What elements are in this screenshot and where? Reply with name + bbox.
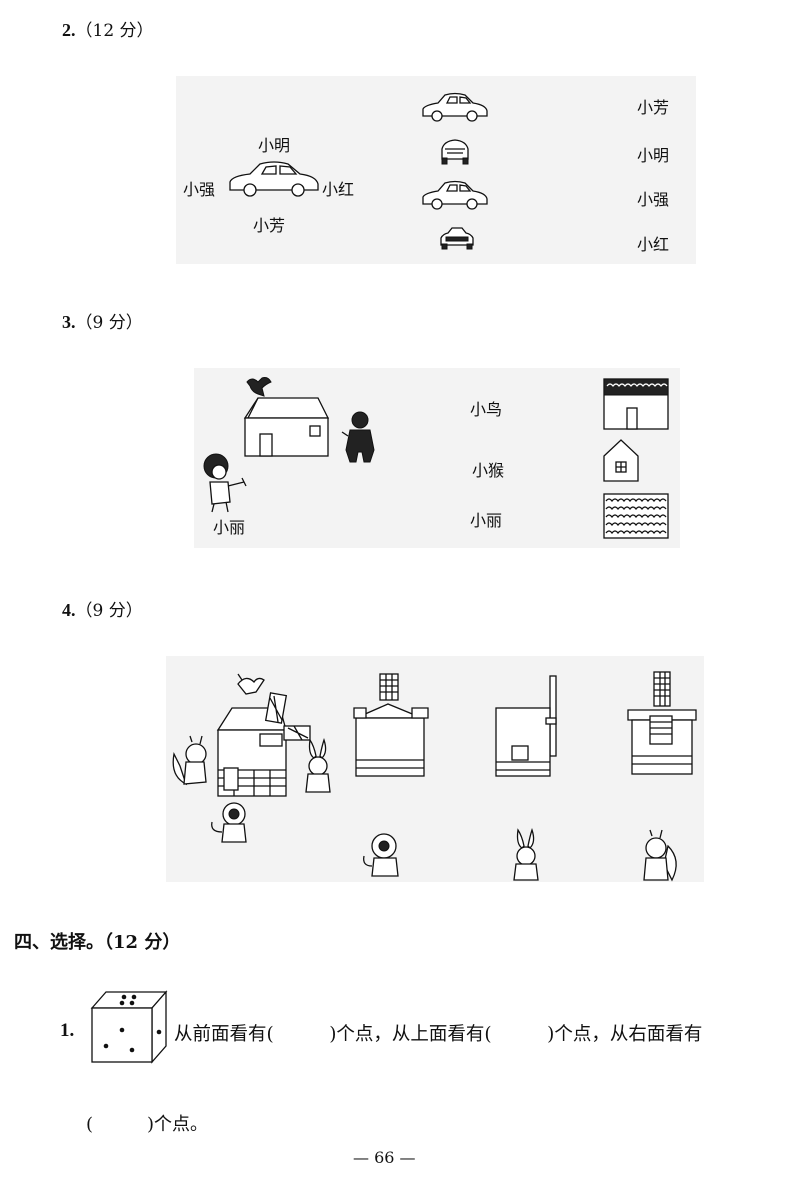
- q4-heading: 4.（9 分）: [62, 596, 143, 621]
- q3-answer-3: 小丽: [470, 511, 503, 530]
- q2-center-car: [229, 161, 319, 197]
- rabbit-icon: [305, 737, 331, 793]
- monkey-icon: [363, 833, 399, 877]
- q3-number: 3.: [62, 312, 76, 332]
- q2-number: 2.: [62, 20, 76, 40]
- section-heading: 四、选择。（12 分）: [14, 932, 181, 953]
- q2-answer-3: 小强: [637, 190, 670, 209]
- q2-label-right: 小红: [322, 180, 355, 199]
- monkey-icon: [341, 411, 375, 463]
- q4-view-side-windmill: [495, 675, 557, 777]
- q4-windmill-scene: [216, 692, 311, 797]
- q5-line1: 从前面看有( )个点，从上面看有( )个点，从右面看有: [174, 1024, 703, 1045]
- q2-label-top: 小明: [258, 136, 291, 155]
- q3-heading: 3.（9 分）: [62, 308, 143, 333]
- q4-view-back-windmill: [627, 671, 697, 775]
- q3-view-front-house: [603, 378, 669, 430]
- q3-girl-label: 小丽: [213, 518, 246, 537]
- q3-view-side-house: [603, 439, 639, 482]
- q5-number: 1.: [60, 1020, 75, 1041]
- q3-view-top-roof: [603, 493, 669, 539]
- q2-view-car-side-2: [422, 180, 488, 210]
- rabbit-icon: [513, 827, 539, 881]
- squirrel-icon: [643, 829, 677, 882]
- q4-number: 4.: [62, 600, 76, 620]
- bird-icon: [237, 673, 265, 695]
- q4-score: （9 分）: [75, 601, 143, 621]
- girl-icon: [203, 453, 247, 513]
- q2-view-car-front: [441, 139, 469, 165]
- dice-icon: [90, 990, 168, 1064]
- monkey-icon: [211, 802, 247, 843]
- q3-house: [243, 397, 330, 457]
- squirrel-icon: [172, 735, 207, 786]
- q2-view-car-side-1: [422, 92, 488, 122]
- q2-heading: 2.（12 分）: [62, 16, 154, 41]
- q3-score: （9 分）: [75, 313, 143, 333]
- q2-score: （12 分）: [75, 21, 154, 41]
- q4-view-front-windmill: [353, 673, 429, 777]
- q2-answer-2: 小明: [637, 146, 670, 165]
- q3-answer-1: 小鸟: [470, 400, 503, 419]
- q3-answer-2: 小猴: [472, 461, 505, 480]
- q2-answer-4: 小红: [637, 235, 670, 254]
- q2-answer-1: 小芳: [637, 98, 670, 117]
- page-number: — 66 —: [353, 1148, 416, 1167]
- q5-line2: ( )个点。: [86, 1114, 209, 1135]
- q2-label-bottom: 小芳: [253, 216, 286, 235]
- q2-label-left: 小强: [183, 180, 216, 199]
- q2-view-car-back: [440, 227, 474, 250]
- bird-icon: [246, 377, 272, 397]
